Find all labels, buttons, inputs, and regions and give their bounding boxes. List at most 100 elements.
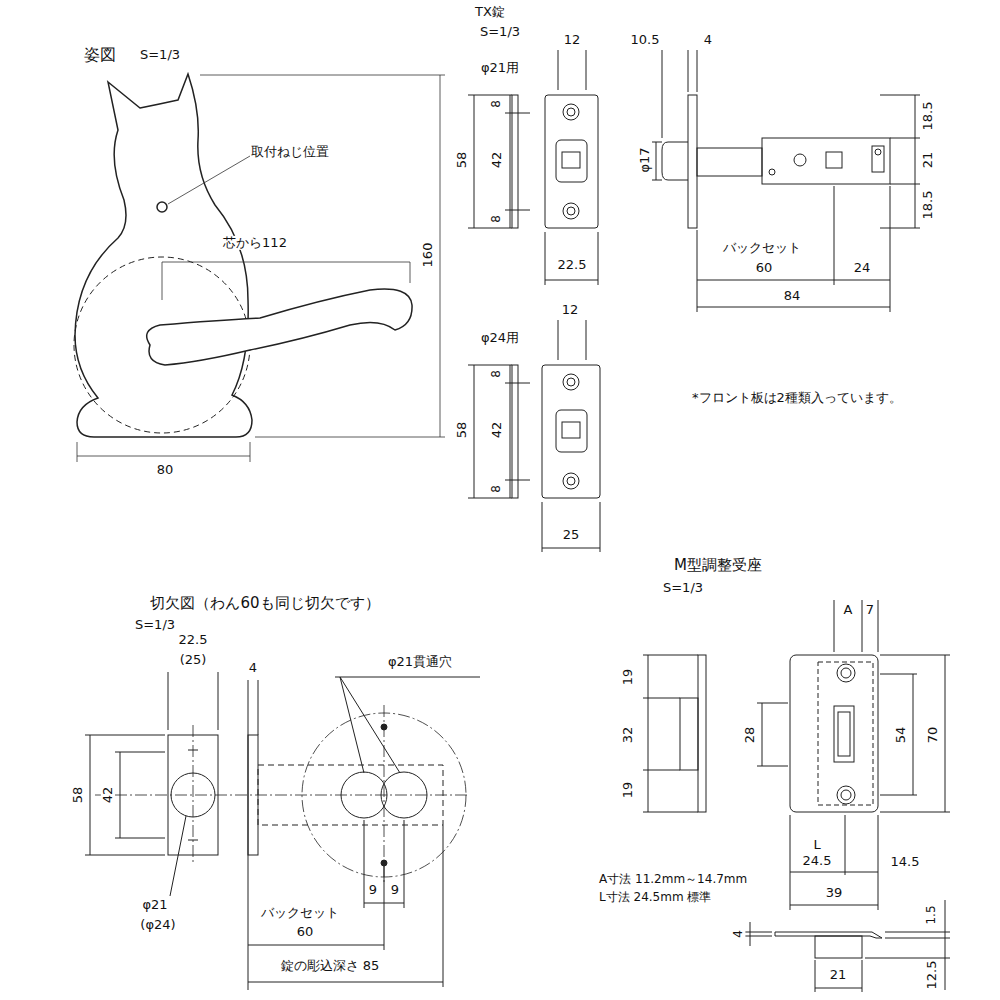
dimension-value: 12 — [563, 33, 582, 47]
strike-plate-drawing-part — [913, 674, 914, 795]
tx-lock-drawing-part — [586, 320, 587, 360]
dimension-value: 8 — [490, 369, 503, 379]
cutout-drawing-part — [115, 752, 165, 753]
dimension-value: 22.5 — [178, 633, 209, 647]
dimension-value: 60 — [296, 925, 315, 939]
dimension-value: 12 — [561, 303, 580, 317]
tx-lock-drawing-part — [697, 148, 762, 176]
cutout-drawing-part — [364, 903, 404, 904]
cutout-drawing-part — [85, 735, 165, 736]
tx-lock-drawing-part — [563, 374, 579, 390]
tx-lock-drawing-part — [542, 502, 543, 552]
strike-plate-drawing-part — [790, 872, 878, 873]
dimension-value: 4 — [732, 929, 745, 939]
tx-lock-drawing-part — [468, 365, 512, 366]
tx-lock-drawing-part — [562, 152, 580, 168]
tx-lock-drawing-part — [542, 365, 600, 498]
dimension-lines-part — [77, 456, 250, 457]
callout-label: φ21用 — [480, 61, 520, 75]
tx-lock-drawing-part — [586, 50, 587, 90]
strike-plate-drawing-part — [862, 960, 863, 992]
tx-lock-drawing — [468, 50, 920, 552]
dimension-value: 42 — [490, 421, 504, 440]
tx-lock-drawing-part — [915, 95, 916, 228]
tx-lock-drawing-part — [567, 207, 575, 215]
cat-lever-figure-part — [157, 202, 167, 212]
strike-plate-drawing-part — [841, 790, 851, 800]
dimension-value: 25 — [562, 528, 581, 542]
callout-label: φ24用 — [480, 331, 520, 345]
cutout-drawing-part — [364, 820, 365, 908]
cutout-drawing-part — [335, 677, 480, 678]
cutout-drawing-part — [193, 725, 194, 865]
strike-plate-drawing-part — [815, 936, 862, 958]
strike-plate-drawing-part — [698, 655, 706, 812]
strike-plate-drawing-part — [845, 815, 846, 875]
tx-lock-drawing-part — [542, 548, 600, 549]
view-title: TX錠 — [474, 5, 506, 19]
cat-lever-figure-part — [147, 289, 412, 365]
cutout-drawing-part — [120, 752, 121, 838]
dimension-lines-part — [440, 75, 441, 437]
cat-lever-figure — [74, 74, 412, 437]
tx-lock-drawing-part — [697, 307, 890, 308]
strike-plate-drawing-part — [790, 905, 878, 906]
cutout-drawing-part — [258, 765, 443, 825]
tx-lock-drawing-part — [697, 50, 698, 92]
dimension-value: 42 — [101, 786, 115, 805]
strike-plate-drawing-part — [837, 786, 855, 804]
dimension-value: L — [812, 838, 821, 852]
dimension-value: 84 — [783, 289, 802, 303]
tx-lock-drawing-part — [567, 378, 575, 386]
cutout-drawing-part — [168, 735, 218, 855]
tx-lock-drawing-part — [558, 50, 559, 90]
tx-lock-drawing-part — [688, 95, 697, 228]
dimension-value: 19 — [621, 668, 635, 687]
dimension-value: 7 — [865, 603, 875, 617]
tx-lock-drawing-part — [510, 95, 511, 228]
dimension-value: 39 — [825, 886, 844, 900]
strike-plate-drawing-part — [834, 600, 835, 652]
dimension-value: 4 — [248, 661, 258, 675]
strike-plate-drawing-part — [862, 600, 863, 652]
view-title: M型調整受座 — [673, 557, 763, 574]
callout-label: 取付ねじ位置 — [250, 145, 330, 159]
tx-lock-drawing-part — [562, 422, 580, 438]
tx-lock-drawing-part — [834, 186, 835, 285]
strike-plate-drawing-part — [745, 932, 772, 933]
tx-lock-drawing-part — [652, 180, 662, 181]
tx-lock-drawing-part — [794, 154, 806, 166]
cutout-drawing-part — [248, 982, 443, 983]
dimension-value: 21 — [921, 151, 935, 170]
tx-lock-drawing-part — [545, 95, 598, 228]
tx-lock-drawing-part — [556, 140, 587, 182]
cutout-drawing-part — [384, 866, 385, 950]
dimension-value: 9 — [368, 883, 378, 897]
tx-lock-drawing-part — [697, 280, 890, 281]
dimension-lines-part — [168, 156, 250, 204]
dimension-lines-part — [162, 262, 410, 263]
dimension-value: 58 — [455, 151, 469, 170]
strike-plate-drawing-part — [880, 795, 917, 796]
strike-plate-drawing-part — [878, 600, 879, 652]
dimension-value: 1.5 — [925, 904, 938, 925]
dimension-value: 70 — [926, 726, 940, 745]
tx-lock-drawing-part — [890, 186, 891, 312]
tx-lock-drawing-part — [875, 149, 881, 155]
dimension-value: 80 — [156, 463, 175, 477]
callout-label: φ21 — [141, 898, 168, 912]
cat-lever-figure-part — [75, 74, 252, 437]
tx-lock-drawing-part — [662, 50, 663, 138]
dimension-value: A — [843, 603, 854, 617]
strike-plate-drawing-part — [648, 655, 649, 812]
cutout-drawing-part — [95, 795, 470, 796]
dimension-value: (25) — [179, 653, 208, 667]
dimension-value: 8 — [490, 484, 503, 494]
dimension-lines-part — [410, 262, 411, 283]
cutout-drawing-part — [218, 672, 219, 730]
strike-plate-drawing — [643, 600, 950, 992]
scale-note: S=1/3 — [479, 25, 521, 39]
cutout-drawing-part — [248, 735, 258, 855]
cutout-drawing-part — [171, 773, 215, 817]
dimension-value: 18.5 — [921, 101, 935, 132]
